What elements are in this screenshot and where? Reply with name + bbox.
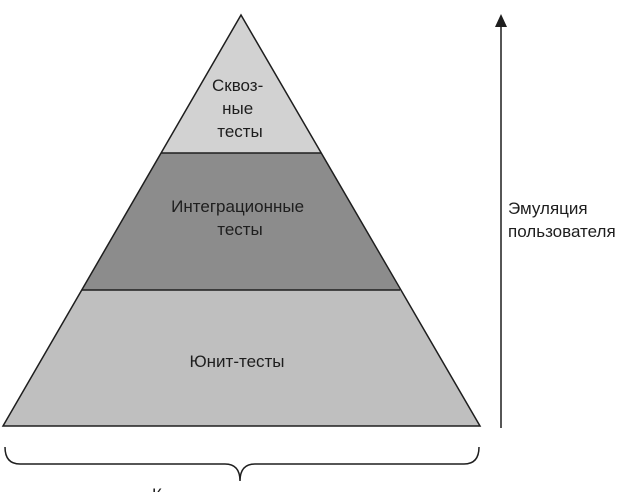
bottom-layer-label-line-1: Юнит-тесты — [189, 352, 284, 371]
top-layer-label: Сквоз- ные тесты — [212, 76, 268, 141]
middle-layer-label: Интеграционные тесты — [171, 197, 309, 239]
user-emulation-label-line-2: пользователя — [508, 222, 616, 241]
user-emulation-label: Эмуляция пользователя — [508, 199, 616, 241]
middle-layer-label-line-1: Интеграционные — [171, 197, 304, 216]
arrow-up-icon — [495, 14, 507, 27]
middle-layer-label-line-2: тесты — [217, 220, 263, 239]
bottom-curly-brace — [4, 446, 480, 482]
top-layer-label-line-2: ные — [222, 99, 253, 118]
top-layer-label-line-3: тесты — [217, 122, 263, 141]
top-layer-shape — [161, 15, 321, 153]
pyramid-outline — [1, 13, 482, 427]
bottom-brace-label: К — [152, 485, 162, 492]
top-layer-label-line-1: Сквоз- — [212, 76, 263, 95]
bottom-layer-label: Юнит-тесты — [189, 352, 284, 371]
bottom-layer-shape — [3, 290, 480, 426]
user-emulation-label-line-1: Эмуляция — [508, 199, 588, 218]
middle-layer-shape — [82, 153, 400, 290]
